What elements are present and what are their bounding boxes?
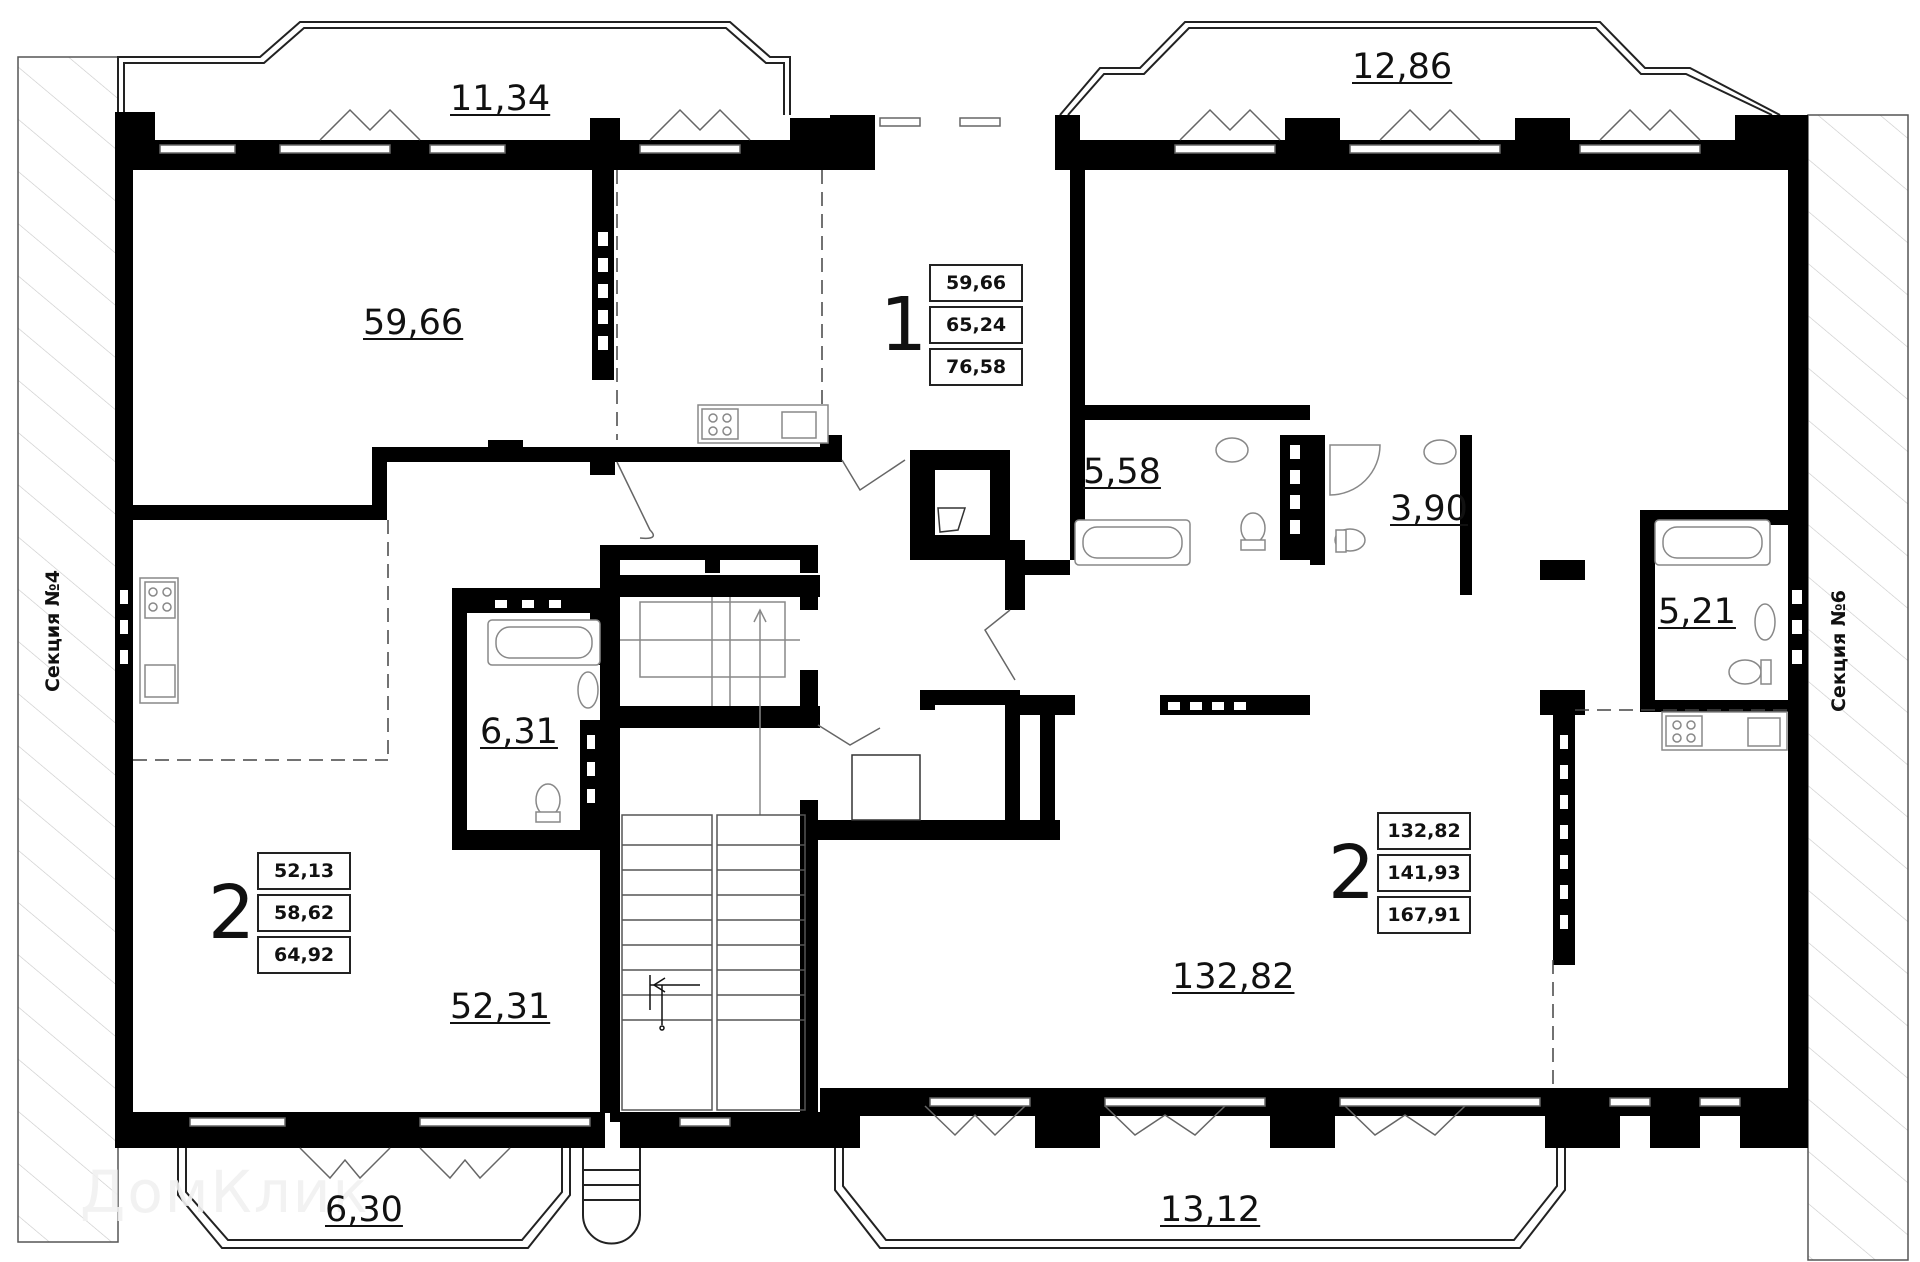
windows [159,117,1741,1127]
entry-steps [582,1148,641,1245]
apartment-number: 2 [1328,830,1376,916]
section-6-hatch [1807,114,1909,1261]
balcony-area-top-right: 12,86 [1352,47,1453,87]
apartment-total-area-with-balcony: 64,92 [257,936,352,974]
apartment-living-area: 59,66 [929,264,1024,302]
balcony-area-bottom-right: 13,12 [1160,1190,1261,1230]
apartment-total-area-with-balcony: 167,91 [1377,896,1472,934]
apartment-number: 1 [880,282,928,368]
elevator [620,597,800,815]
room-area-apt2-right-living: 132,82 [1172,957,1295,997]
apartment-number: 2 [208,870,256,956]
zone-dashes [133,170,1790,1088]
walls [115,112,1808,1148]
room-area-apt2-left-living: 52,31 [450,987,551,1027]
kitchen-fixtures [139,404,1788,751]
section-label-left: Секция №4 [42,569,65,693]
apartment-total-area: 58,62 [257,894,352,932]
apartment-living-area: 132,82 [1377,812,1472,850]
room-area-bath-center: 5,58 [1083,452,1161,492]
room-area-bath-right: 5,21 [1658,592,1736,632]
staircase [621,814,806,1111]
door-swings [299,108,1701,1180]
apartment-total-area: 141,93 [1377,854,1472,892]
balcony-bottom-right [834,1148,1566,1249]
room-area-bath-shower: 3,90 [1390,489,1468,529]
section-4-hatch [17,56,119,1243]
room-area-bath-left: 6,31 [480,712,558,752]
room-area-apt1-living: 59,66 [363,303,464,343]
apartment-total-area: 65,24 [929,306,1024,344]
balcony-area-bottom-left: 6,30 [325,1190,403,1230]
balcony-area-top-left: 11,34 [450,79,551,119]
apartment-total-area-with-balcony: 76,58 [929,348,1024,386]
watermark-logo: ДомКлик [80,1158,370,1226]
section-label-right: Секция №6 [1828,589,1851,713]
duct-slots [120,232,1802,929]
apartment-tag-2-left: 2 52,13 58,62 64,92 [208,852,352,974]
apartment-living-area: 52,13 [257,852,352,890]
balcony-top-left [117,21,791,115]
apartment-tag-2-right: 2 132,82 141,93 167,91 [1328,812,1472,934]
storage-box [851,507,967,821]
bathroom-fixtures [487,437,1776,823]
balcony-top-right [1059,21,1781,116]
apartment-tag-1: 1 59,66 65,24 76,58 [880,264,1024,386]
balcony-bottom-left [177,1148,571,1249]
